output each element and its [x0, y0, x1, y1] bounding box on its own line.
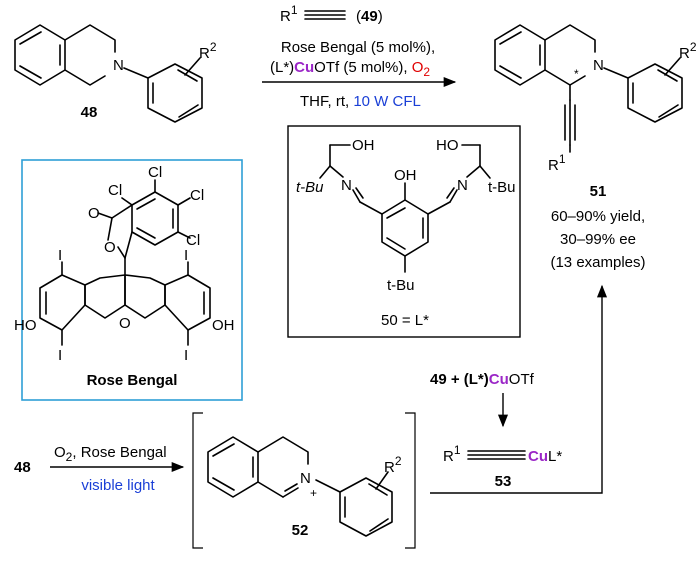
ligand-oh-left: OH [352, 137, 375, 154]
ligand-oh-center: OH [394, 167, 417, 184]
product-51-ee: 30–99% ee [560, 231, 636, 248]
rose-bengal-structure [39, 179, 211, 346]
rb-i-top-right: I [184, 247, 188, 264]
catalyst-rose-bengal-text: Rose Bengal (5 mol%), [281, 39, 435, 56]
catalyst-copper-text: (L*)CuOTf (5 mol%), O2 [270, 59, 430, 79]
compound-48-r2: R2 [199, 40, 217, 62]
compound-48-label: 48 [81, 104, 98, 121]
stereocenter-star: * [574, 67, 579, 81]
rb-xanthene-o: O [119, 315, 131, 332]
rb-oh: OH [212, 317, 235, 334]
bracket-right [405, 412, 416, 549]
ligand-n-right: N [457, 177, 468, 194]
acetylide-r1: R1 [443, 443, 461, 465]
iminium-n: N [300, 470, 311, 487]
product-51-label: 51 [590, 183, 607, 200]
bottom-arrow-top-text: O2, Rose Bengal [54, 444, 167, 464]
compound-48-n: N [113, 57, 124, 74]
rb-i-bottom-left: I [58, 347, 62, 364]
bottom-start-48: 48 [14, 459, 31, 476]
rb-ho: HO [14, 317, 37, 334]
top-alkyne-reagent [304, 10, 346, 20]
rb-cl-bottom: Cl [186, 232, 200, 249]
iminium-r2: R2 [384, 454, 402, 476]
product-51-structure [494, 24, 683, 153]
ligand-n-left: N [341, 177, 352, 194]
rb-carbonyl-o: O [88, 205, 100, 222]
iminium-52-structure [207, 436, 393, 537]
ligand-50-label: 50 = L* [381, 312, 429, 329]
acetylide-53-structure [467, 450, 526, 460]
acetylide-cu: CuL* [528, 448, 562, 465]
ligand-50-box [287, 125, 521, 338]
rb-i-top-left: I [58, 247, 62, 264]
bottom-arrow-light-text: visible light [81, 477, 155, 494]
rb-i-bottom-right: I [184, 347, 188, 364]
combination-arrow [430, 284, 608, 494]
ligand-tbu-bottom: t-Bu [387, 277, 415, 294]
rose-bengal-box [21, 159, 243, 401]
reagent-r1: R1 [280, 3, 298, 25]
ligand-50-structure [319, 144, 491, 273]
ligand-tbu-left: t-Bu [296, 179, 324, 196]
rb-cl-left: Cl [108, 182, 122, 199]
compound-48-structure [14, 24, 203, 123]
rb-cl-top: Cl [148, 164, 162, 181]
product-51-examples: (13 examples) [550, 254, 645, 271]
ligand-oh-right: HO [436, 137, 459, 154]
product-51-yield: 60–90% yield, [551, 208, 645, 225]
conditions-text: THF, rt, 10 W CFL [300, 93, 421, 110]
product-51-r2: R2 [679, 40, 697, 62]
ligand-tbu-right: t-Bu [488, 179, 516, 196]
cu-formation-text: 49 + (L*)CuOTf [430, 371, 535, 388]
acetylide-53-label: 53 [495, 473, 512, 490]
rb-cl-right: Cl [190, 187, 204, 204]
iminium-plus: + [310, 486, 317, 500]
reagent-49-label: (49) [356, 8, 383, 25]
rose-bengal-title: Rose Bengal [87, 372, 178, 389]
bracket-left [192, 412, 203, 549]
rb-lactone-o: O [104, 239, 116, 256]
iminium-52-label: 52 [292, 522, 309, 539]
product-51-n: N [593, 57, 604, 74]
product-51-r1: R1 [548, 152, 566, 174]
